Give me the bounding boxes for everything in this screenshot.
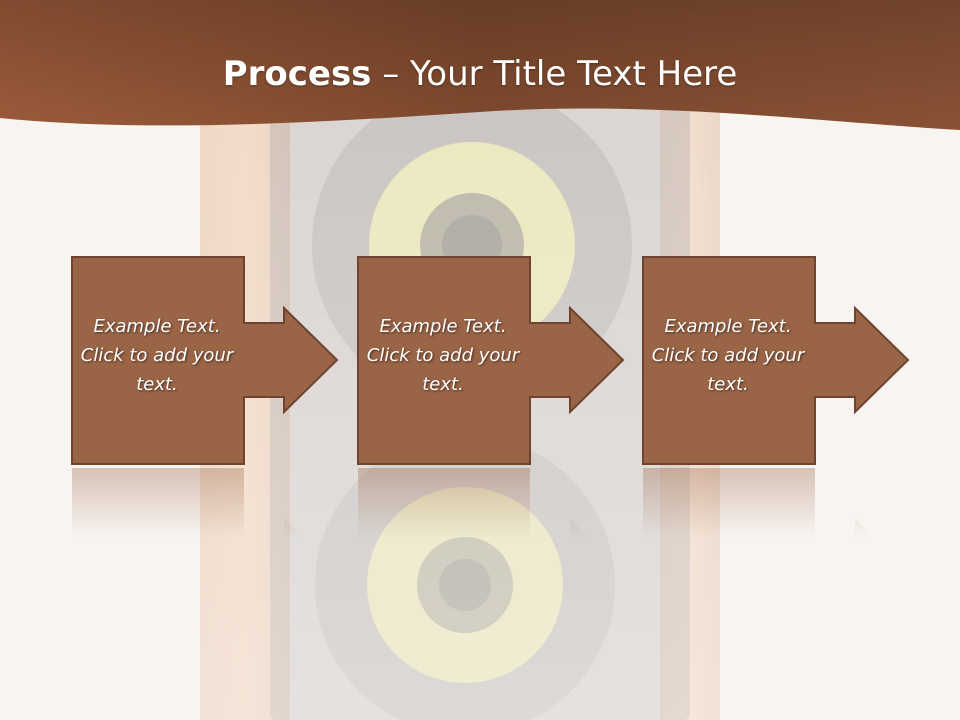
step-reflection <box>72 468 303 538</box>
right-arrow-icon <box>71 256 339 465</box>
right-arrow-icon <box>357 256 625 465</box>
title-bold: Process <box>222 54 372 94</box>
step-text: Example Text. Click to add your text. <box>651 316 805 395</box>
process-step-3[interactable]: Example Text. Click to add your text. <box>642 256 932 466</box>
step-reflection <box>358 468 589 538</box>
header-band <box>0 0 960 130</box>
process-step-1[interactable]: Example Text. Click to add your text. <box>71 256 361 466</box>
step-text: Example Text. Click to add your text. <box>366 316 520 395</box>
slide-title[interactable]: Process – Your Title Text Here <box>0 52 960 96</box>
title-rest: – Your Title Text Here <box>371 54 738 94</box>
step-text: Example Text. Click to add your text. <box>80 316 234 395</box>
step-reflection <box>643 468 874 538</box>
process-step-2[interactable]: Example Text. Click to add your text. <box>357 256 647 466</box>
right-arrow-icon <box>642 256 910 465</box>
